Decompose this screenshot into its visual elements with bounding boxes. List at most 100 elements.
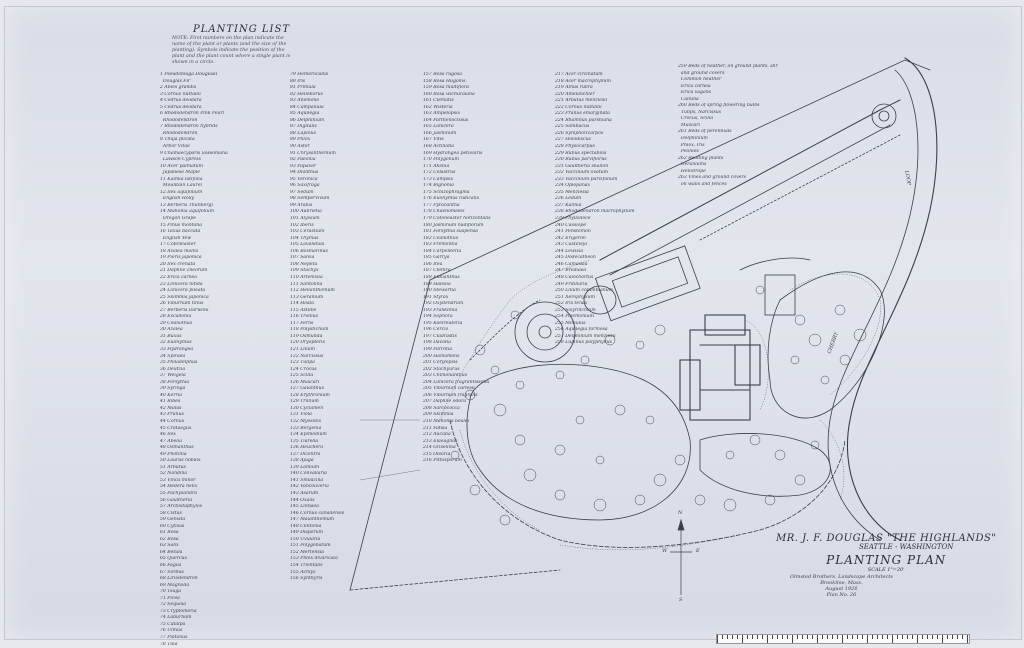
- planting-list-entry: 263 Vines and ground covers: [678, 175, 746, 181]
- planting-list-entry: 114 Hosta: [290, 301, 314, 307]
- planting-list-entry: 249 Fritillaria: [555, 281, 588, 287]
- planting-list-entry: 252 Iris tenax: [555, 301, 588, 307]
- planting-list-entry: Rhododendron: [160, 117, 198, 123]
- planting-list-entry: 127 Galanthus: [290, 386, 324, 392]
- planting-list-entry: 210 Mahonia bealei: [423, 418, 470, 424]
- planting-list-entry: 171 Akebia: [423, 163, 450, 169]
- planting-list-entry: 72 Sequoia: [160, 602, 187, 608]
- planting-list-entry: 157 Rosa rugosa: [423, 72, 462, 77]
- planting-list-entry: 112 Helianthemum: [290, 288, 335, 294]
- title-block: MR. J. F. DOUGLAS "THE HIGHLANDS" SEATTL…: [776, 533, 996, 573]
- planting-list-entry: 193 Franklinia: [423, 307, 458, 313]
- planting-list-entry: 93 Papaver: [290, 163, 317, 169]
- planting-list-entry: 73 Cryptomeria: [160, 608, 197, 614]
- planting-list-entry: 239 Phyllodoce: [555, 216, 591, 222]
- planting-list-entry: 147 Maianthemum: [290, 517, 335, 523]
- planting-list-entry: 152 Mertensia: [290, 549, 324, 555]
- planting-list-entry: 17 Cotoneaster: [160, 242, 196, 248]
- planting-list-entry: 198 Davidia: [423, 340, 451, 346]
- planting-list-entry: 65 Quercus: [160, 556, 187, 562]
- planting-list-entry: 49 Photinia: [160, 451, 187, 457]
- planting-list-column-5: 259 Beds of heather, on ground plants, s…: [678, 64, 778, 188]
- planting-list-entry: 8 Thuja plicata: [160, 137, 195, 143]
- planting-list-entry: Japanese Maple: [160, 170, 200, 176]
- planting-list-entry: 44 Cornus: [160, 418, 185, 424]
- planting-list-entry: 233 Vaccinium parvifolium: [555, 176, 618, 182]
- approach-road-edge: [609, 124, 891, 276]
- planting-list-entry: 26 Viburnum tinus: [160, 301, 204, 307]
- planting-list-entry: 133 Bergenia: [290, 425, 322, 431]
- planting-list-note: NOTE: First numbers on the plan indicate…: [172, 36, 291, 65]
- planting-list-entry: 11 Kalmia latifolia: [160, 176, 203, 182]
- planting-list-entry: 176 Euonymus radicans: [423, 196, 479, 202]
- planting-list-entry: 82 Helleborus: [290, 91, 323, 97]
- planting-list-entry: 79 Hemerocallis: [290, 72, 329, 77]
- planting-list-entry: 139 Lamium: [290, 464, 320, 470]
- planting-list-entry: 121 Lilium: [290, 346, 316, 352]
- planting-list-entry: 84 Campanula: [290, 104, 324, 110]
- planting-list-entry: 196 Cercis: [423, 327, 449, 333]
- planting-list-entry: 169 Hydrangea petiolaris: [423, 150, 483, 156]
- planting-list-entry: 262 Bedding plants: [678, 155, 724, 161]
- small-circle-garden: [583, 285, 617, 315]
- planting-list-entry: Erica carnea: [678, 83, 711, 89]
- planting-list-entry: 223 Prunus emarginata: [555, 111, 610, 117]
- planting-list-entry: 143 Asarum: [290, 491, 319, 496]
- planting-list-entry: 58 Cistus: [160, 510, 182, 516]
- planting-list-entry: 197 Cladrastis: [423, 333, 457, 339]
- planting-list-entry: 21 Daphne cneorum: [160, 268, 208, 274]
- planting-list-entry: 175 Schizophragma: [423, 189, 470, 195]
- planting-list-entry: 89 Phlox: [290, 137, 311, 143]
- planting-list-entry: 55 Pachysandra: [160, 491, 197, 496]
- planting-list-entry: 41 Ribes: [160, 399, 181, 405]
- planting-list-entry: 75 Catalpa: [160, 621, 186, 627]
- planting-list-entry: 191 Styrax: [423, 294, 449, 300]
- planting-list-entry: Mountain Laurel: [160, 183, 202, 189]
- planting-list-entry: 5 Cedrus deodara: [160, 104, 202, 110]
- planting-list-entry: 29 Ceanothus: [160, 320, 193, 326]
- house-outline: [679, 314, 761, 421]
- planting-list-entry: 105 Lavandula: [290, 242, 325, 248]
- planting-list-entry: 27 Berberis Darwinii: [160, 307, 209, 313]
- main-drive-inner: [827, 69, 919, 541]
- east-lawn: [767, 271, 885, 419]
- planting-list-entry: 99 Arabis: [290, 202, 313, 208]
- planting-list-entry: 88 Lupinus: [290, 130, 316, 136]
- north-arrow: [670, 518, 692, 595]
- planting-list-entry: 256 Aquilegia formosa: [555, 327, 608, 333]
- circular-garden: [514, 301, 576, 363]
- planting-list-entry: 180 Jasminum nudiflorum: [423, 222, 484, 228]
- planting-list-entry: 207 Daphne odora: [423, 399, 467, 405]
- planting-list-entry: 91 Chrysanthemum: [290, 150, 336, 156]
- planting-list-entry: 149 Disporum: [290, 530, 323, 536]
- planting-list-entry: 242 Erigeron: [555, 235, 586, 241]
- planting-list-entry: 260 Beds of spring flowering bulbs: [678, 103, 760, 109]
- planting-list-entry: 111 Santolina: [290, 281, 323, 287]
- planting-list-entry: 161 Clematis: [423, 98, 454, 104]
- planting-list-entry: 164 Parthenocissus: [423, 117, 469, 123]
- planting-list-entry: 12 Ilex aquifolium: [160, 189, 203, 195]
- planting-list-entry: 119 Osmunda: [290, 333, 323, 339]
- planting-list-entry: 226 Symphoricarpos: [555, 130, 604, 136]
- planting-list-entry: 36 Deutzia: [160, 366, 186, 372]
- east-border: [739, 257, 811, 271]
- planting-list-entry: 31 Buxus: [160, 333, 182, 339]
- planting-list-entry: Peonies: [678, 149, 699, 155]
- planting-list-entry: Phlox, Iris: [678, 142, 705, 148]
- planting-list-entry: 30 Azalea: [160, 327, 183, 333]
- planting-list-entry: 222 Cornus nuttallii: [555, 104, 602, 110]
- planting-list-entry: 235 Menziesia: [555, 189, 589, 195]
- planting-list-entry: 158 Rosa Hugonis: [423, 78, 466, 84]
- planting-list-entry: 240 Cassiope: [555, 222, 587, 228]
- planting-list-entry: 144 Oxalis: [290, 497, 315, 503]
- circular-garden-inner: [526, 313, 564, 351]
- planting-list-entry: Delphinium: [678, 136, 708, 142]
- planting-list-entry: 60 Cytisus: [160, 523, 185, 529]
- planting-list-entry: 153 Phlox divaricata: [290, 556, 338, 562]
- planting-masses: [439, 259, 881, 550]
- planting-list-entry: 166 Jasminum: [423, 130, 457, 136]
- planting-list-entry: 34 Spiraea: [160, 353, 186, 359]
- planting-list-entry: 15 Pinus montana: [160, 222, 202, 228]
